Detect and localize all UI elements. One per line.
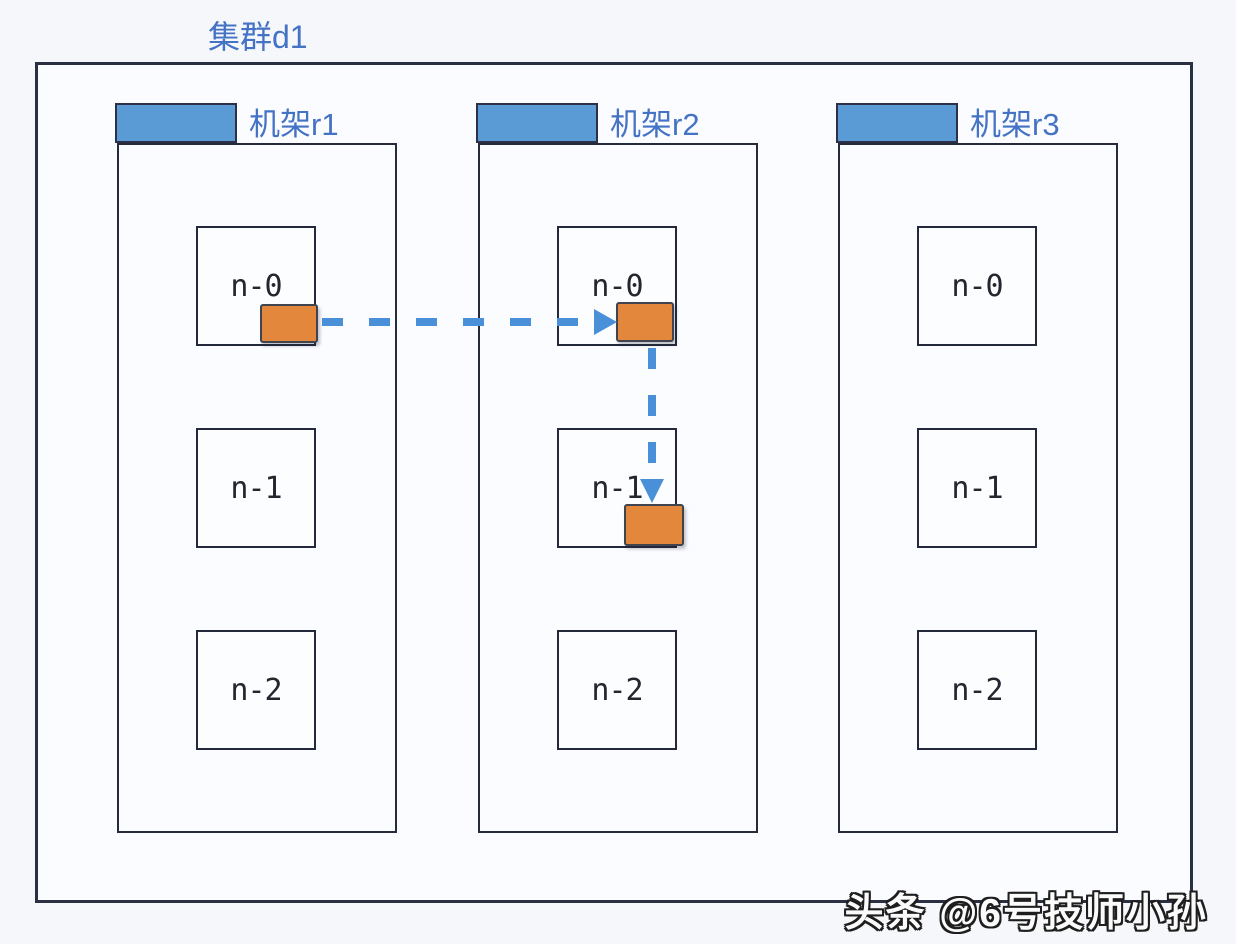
node-r1-n1: n-1	[196, 428, 316, 548]
rack-tab-icon	[836, 103, 958, 143]
rack-tab-icon	[476, 103, 598, 143]
rack-r3: n-0 n-1 n-2	[838, 143, 1118, 833]
data-block-icon	[260, 304, 318, 343]
cluster-title: 集群d1	[208, 19, 308, 55]
node-r2-n2: n-2	[557, 630, 677, 750]
node-r1-n0: n-0	[196, 226, 316, 346]
rack-r3-label: 机架r3	[970, 107, 1060, 142]
rack-r1-label: 机架r1	[249, 107, 339, 142]
node-r1-n2: n-2	[196, 630, 316, 750]
rack-tab-icon	[115, 103, 237, 143]
node-r3-n1: n-1	[917, 428, 1037, 548]
watermark-text: 头条 @6号技师小孙	[844, 892, 1208, 935]
node-r3-n2: n-2	[917, 630, 1037, 750]
rack-r1: n-0 n-1 n-2	[117, 143, 397, 833]
rack-r2-label: 机架r2	[610, 107, 700, 142]
data-block-icon	[616, 302, 674, 342]
data-block-icon	[624, 504, 684, 546]
rack-r2: n-0 n-1 n-2	[478, 143, 758, 833]
node-r3-n0: n-0	[917, 226, 1037, 346]
